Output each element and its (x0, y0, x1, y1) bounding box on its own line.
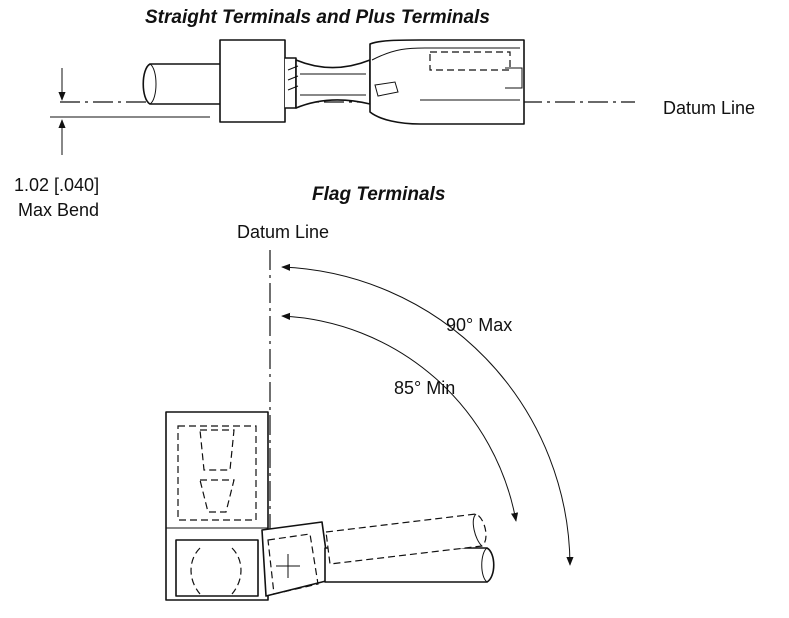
wire-crimp-transition (295, 59, 371, 109)
title-straight-terminals: Straight Terminals and Plus Terminals (145, 7, 490, 28)
label-datum-line-right: Datum Line (663, 98, 756, 118)
label-max-bend-value: 1.02 [.040] (14, 175, 100, 195)
label-datum-line-top: Datum Line (237, 222, 330, 242)
label-angle-90-max: 90° Max (446, 315, 513, 335)
label-angle-85-min: 85° Min (394, 378, 456, 398)
title-flag-terminals: Flag Terminals (312, 184, 446, 205)
label-max-bend-text: Max Bend (18, 200, 100, 220)
receptacle-body (369, 39, 525, 125)
straight-terminal-drawing (50, 39, 635, 155)
flag-crimp-sleeve (261, 521, 331, 597)
wire-flag-85 (325, 513, 487, 565)
wire-straight (142, 63, 223, 105)
insulation-barrel (219, 39, 286, 123)
flag-terminal-drawing (165, 250, 574, 601)
arc-85-min (281, 312, 519, 522)
